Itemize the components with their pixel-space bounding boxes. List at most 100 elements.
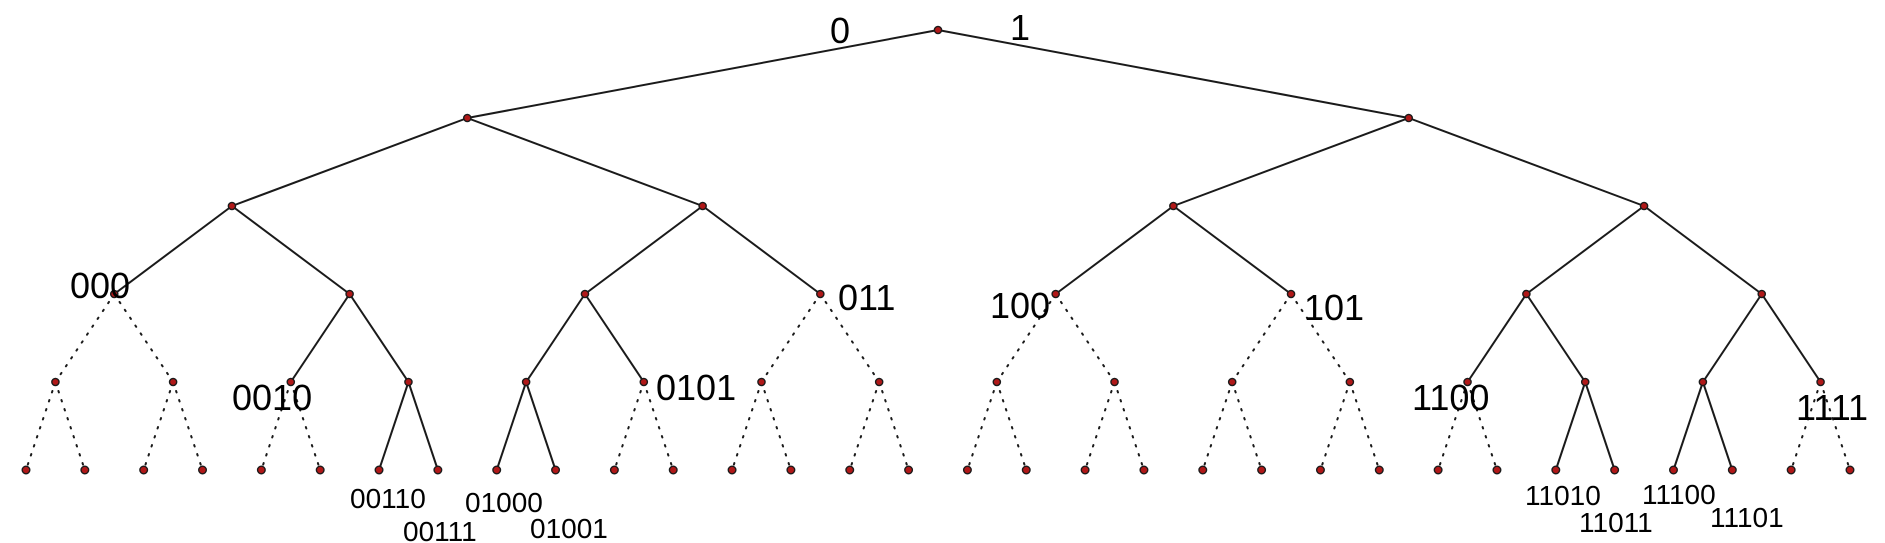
edge-010	[584, 205, 704, 295]
edge-0101	[584, 293, 645, 383]
prefix-label-1111: 1111	[1796, 387, 1868, 428]
node-111	[1757, 289, 1767, 299]
node-00000	[21, 465, 31, 475]
dotted-edge-01101	[760, 381, 792, 471]
dotted-edge-00101	[289, 381, 322, 471]
edge-100	[1055, 205, 1174, 295]
prefix-label-0101: 0101	[656, 367, 736, 408]
node-01	[698, 201, 707, 211]
node-10000	[962, 465, 972, 475]
node-0011	[404, 377, 413, 387]
node-10100	[1198, 465, 1208, 475]
node-01111	[904, 465, 914, 475]
dotted-edge-00100	[260, 381, 292, 471]
prefix-label-1100: 1100	[1412, 377, 1489, 418]
prefix-label-000: 000	[70, 265, 130, 306]
edge-0010	[289, 293, 351, 383]
node-0000	[51, 377, 60, 387]
node-1	[1404, 113, 1414, 123]
prefix-label-100: 100	[990, 285, 1050, 326]
node-100	[1051, 289, 1060, 299]
edge-0100	[525, 293, 586, 383]
leaf-label-00110: 00110	[350, 483, 426, 514]
node-10110	[1315, 465, 1325, 475]
edge-00111	[407, 381, 439, 471]
node-011	[816, 289, 825, 299]
node-01000	[492, 465, 502, 475]
node-00111	[433, 465, 443, 475]
dotted-edge-01111	[878, 381, 910, 471]
dotted-edge-01011	[642, 381, 675, 471]
edge-00110	[378, 381, 410, 471]
dotted-edge-11001	[1466, 381, 1498, 471]
dotted-edge-00010	[142, 381, 175, 471]
node-1110	[1698, 377, 1708, 387]
node-10111	[1374, 465, 1384, 475]
leaf-label-01001: 01001	[530, 513, 608, 543]
node-01110	[845, 465, 855, 475]
dotted-edge-10000	[966, 381, 998, 471]
node-00110	[374, 465, 384, 475]
dotted-edge-01110	[848, 381, 881, 471]
node-01010	[609, 465, 619, 475]
edge-000	[113, 205, 233, 295]
dotted-edge-0110	[760, 293, 822, 383]
dotted-edge-01100	[731, 381, 763, 471]
node-1101	[1580, 377, 1590, 387]
edge-011	[702, 205, 821, 295]
edge-11011	[1584, 381, 1616, 471]
edge-0	[467, 29, 939, 119]
node-00001	[80, 465, 90, 475]
node-11001	[1492, 465, 1502, 475]
tree-edges	[25, 29, 1851, 471]
tree-nodes	[21, 25, 1855, 475]
node-1011	[1345, 377, 1355, 387]
node-00101	[315, 465, 325, 475]
node-110	[1522, 289, 1531, 299]
dotted-edge-00011	[172, 381, 204, 471]
dotted-edge-0000	[54, 293, 116, 383]
edge-101	[1172, 205, 1292, 295]
node-01101	[786, 465, 796, 475]
edge-11010	[1554, 381, 1587, 471]
dotted-edge-1001	[1054, 293, 1116, 383]
node-0001	[168, 377, 178, 387]
node-10	[1169, 201, 1178, 211]
edge-00	[231, 117, 468, 207]
node-00010	[139, 465, 149, 475]
edge-label-0: 0	[830, 10, 850, 51]
dotted-edge-11110	[1790, 381, 1822, 471]
node-00011	[198, 465, 208, 475]
node-10010	[1080, 465, 1090, 475]
node-00	[227, 201, 237, 211]
dotted-edge-01010	[613, 381, 645, 471]
edge-11100	[1672, 381, 1704, 471]
edge-0011	[348, 293, 410, 383]
edge-1110	[1702, 293, 1763, 383]
node-10101	[1257, 465, 1267, 475]
dotted-edge-10101	[1231, 381, 1263, 471]
leaf-label-11010: 11010	[1525, 480, 1601, 511]
dotted-edge-10111	[1348, 381, 1381, 471]
dotted-edge-10010	[1084, 381, 1116, 471]
dotted-edge-00001	[54, 381, 86, 471]
node-11000	[1433, 465, 1443, 475]
dotted-edge-0001	[113, 293, 175, 383]
node-10001	[1021, 465, 1031, 475]
dotted-edge-10011	[1113, 381, 1145, 471]
leaf-label-11100: 11100	[1642, 479, 1716, 510]
node-101	[1286, 289, 1296, 299]
leaf-label-11011: 11011	[1579, 507, 1653, 538]
edge-110	[1525, 205, 1645, 295]
dotted-edge-10100	[1201, 381, 1234, 471]
node-0101	[639, 377, 649, 387]
node-0010	[286, 377, 296, 387]
node-11111	[1845, 465, 1855, 475]
node-11101	[1727, 465, 1737, 475]
edge-111	[1643, 205, 1763, 295]
edge-01	[466, 117, 703, 207]
node-00100	[256, 465, 266, 475]
dotted-edge-00000	[25, 381, 57, 471]
edge-10	[1173, 117, 1410, 207]
